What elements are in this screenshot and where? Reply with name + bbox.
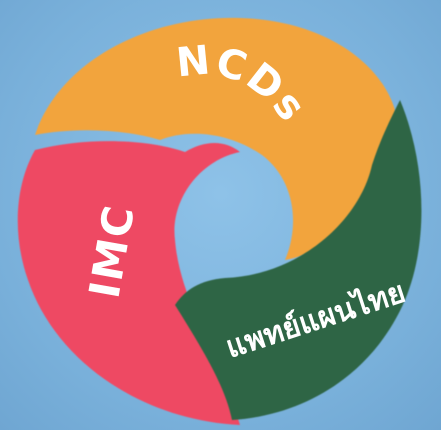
- segment-left-shape: [17, 141, 240, 425]
- segment-top-shape: [35, 17, 396, 260]
- segment-right-shape: [175, 100, 422, 420]
